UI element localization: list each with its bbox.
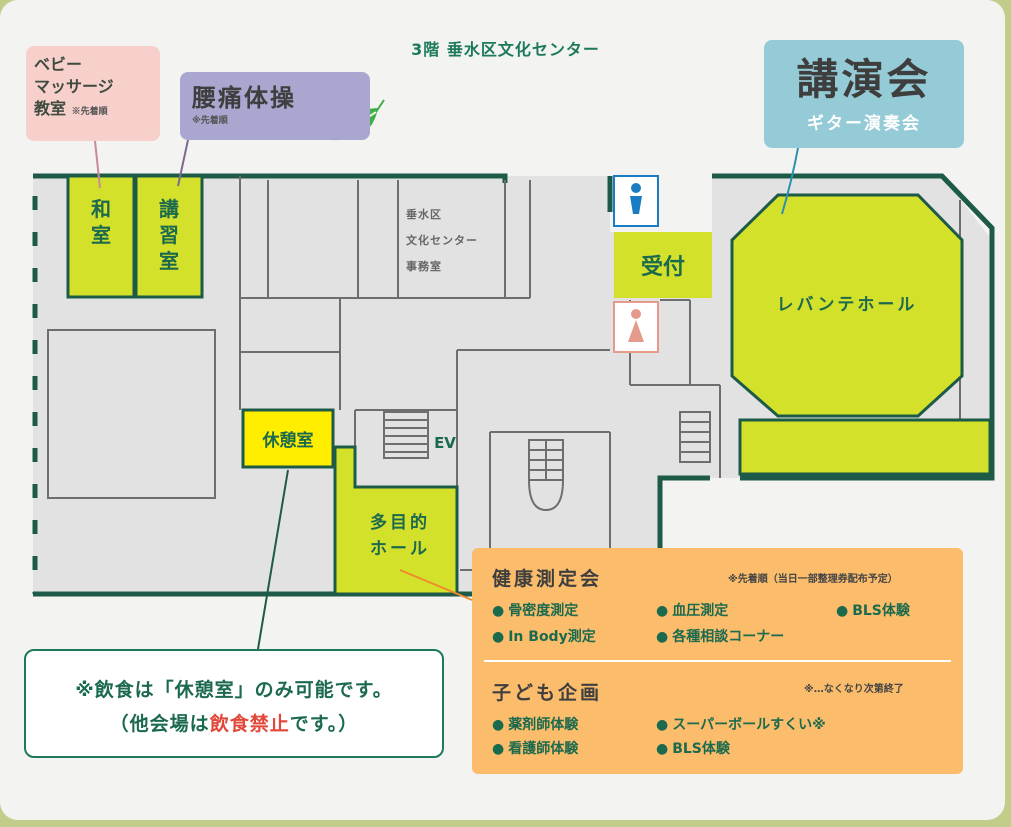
eating-notice: ※飲食は「休憩室」のみ可能です。 （他会場は飲食禁止です。） <box>24 649 444 758</box>
multi-purpose-hall-shape <box>333 445 459 596</box>
lecture-label: 講演会 ギター演奏会 <box>764 40 964 148</box>
office-label: 垂水区文化センター事務室 <box>406 208 478 273</box>
koshu-label: 講習室 <box>159 197 179 273</box>
baby-line-3: 教室 ※先着順 <box>34 99 108 118</box>
kids-item-superball: ●スーパーボールすくい※ <box>656 717 826 733</box>
event-info-box: 健康測定会 ※先着順（当日一部整理券配布予定） ●骨密度測定 ●血圧測定 ●BL… <box>472 548 963 774</box>
reception-label: 受付 <box>640 255 685 280</box>
rest-room <box>241 408 335 469</box>
koshu-room <box>134 174 204 299</box>
health-item-bls: ●BLS体験 <box>836 603 910 619</box>
kids-title: 子ども企画 <box>492 682 603 704</box>
info-divider <box>484 660 951 662</box>
notice-line-1: ※飲食は「休憩室」のみ可能です。 <box>75 679 393 701</box>
outer-wall <box>33 173 995 597</box>
notice-line-2: （他会場は飲食禁止です。） <box>109 713 359 735</box>
back-care-title: 腰痛体操 <box>192 83 296 112</box>
multi-purpose-hall-label: 多目的ホール <box>370 513 430 559</box>
inner-walls <box>47 176 990 594</box>
female-restroom-icon <box>613 301 659 353</box>
washitsu-label: 和室 <box>91 197 111 247</box>
stairs-icon <box>383 411 711 512</box>
baby-line-1: ベビー <box>34 55 83 74</box>
baby-note: ※先着順 <box>71 107 108 117</box>
washitsu-room <box>66 174 136 299</box>
kids-item-pharmacist: ●薬剤師体験 <box>492 717 579 733</box>
rest-room-label: 休憩室 <box>262 431 314 451</box>
reception-area <box>614 232 712 298</box>
health-item-blood-pressure: ●血圧測定 <box>656 603 729 619</box>
baby-line-2: マッサージ <box>34 77 114 96</box>
lecture-title: 講演会 <box>796 55 932 104</box>
health-item-bone: ●骨密度測定 <box>492 603 579 619</box>
leader-lines <box>94 139 799 650</box>
levante-hall-label: レバンテホール <box>776 294 918 315</box>
back-care-note: ※先着順 <box>192 116 228 126</box>
notice-warning: 飲食禁止 <box>209 713 290 735</box>
kids-item-nurse: ●看護師体験 <box>492 741 579 757</box>
health-item-consult: ●各種相談コーナー <box>656 629 785 645</box>
lecture-subtitle: ギター演奏会 <box>807 114 921 134</box>
elevator-label: EV <box>434 434 456 452</box>
health-title: 健康測定会 <box>492 568 603 590</box>
kids-note: ※…なくなり次第終了 <box>804 684 904 695</box>
hall-stage <box>738 418 992 476</box>
health-item-inbody: ●In Body測定 <box>492 629 596 645</box>
levante-hall-shape <box>730 193 964 418</box>
baby-massage-label: ベビー マッサージ 教室 ※先着順 <box>26 46 160 141</box>
male-restroom-icon <box>613 175 659 227</box>
health-note: ※先着順（当日一部整理券配布予定） <box>728 574 898 585</box>
page-title: 3階 垂水区文化センター <box>411 40 600 59</box>
back-care-label: 腰痛体操 ※先着順 <box>180 72 370 140</box>
kids-item-bls: ●BLS体験 <box>656 741 730 757</box>
